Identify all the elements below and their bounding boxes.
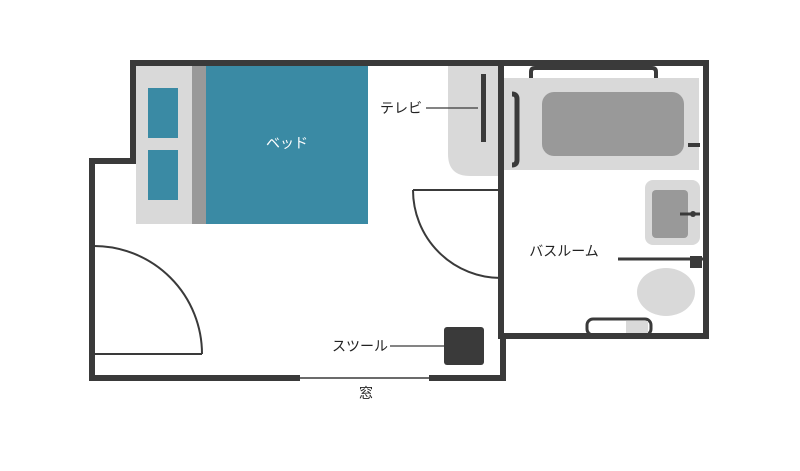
tv-unit: テレビ: [380, 66, 500, 176]
sink-basin: [652, 190, 688, 238]
toilet-bowl: [637, 268, 695, 316]
window-label: 窓: [359, 385, 373, 402]
outer-wall-left: [89, 158, 300, 381]
entrance-door-arc: [93, 245, 203, 355]
bed-label: ベッド: [266, 136, 308, 152]
bed-mattress: [206, 66, 368, 224]
bathroom-door-arc: [412, 189, 502, 279]
bathroom-label: バスルーム: [529, 244, 599, 260]
bathroom-fixtures: バスルーム: [503, 66, 704, 337]
nightstand-top: [148, 88, 178, 138]
window: 窓: [297, 377, 432, 402]
bed-area: ベッド: [136, 66, 368, 224]
nightstand-bottom: [148, 150, 178, 200]
towel-rack-fill: [626, 321, 648, 333]
outer-wall: [130, 60, 709, 381]
doors: [93, 189, 502, 355]
tv-label: テレビ: [380, 101, 422, 117]
stool-label: スツール: [332, 339, 388, 355]
bathtub-curtain-rail: [511, 91, 520, 168]
tv-cabinet: [448, 66, 500, 176]
stool-seat: [444, 327, 484, 365]
walls: [89, 60, 709, 381]
sink-faucet-knob: [690, 211, 696, 217]
bathtub-top-rail: [529, 66, 658, 78]
stool: スツール: [332, 327, 484, 365]
bathtub-inner: [542, 92, 684, 156]
tv-screen: [481, 74, 486, 142]
bed-headboard: [192, 66, 206, 224]
